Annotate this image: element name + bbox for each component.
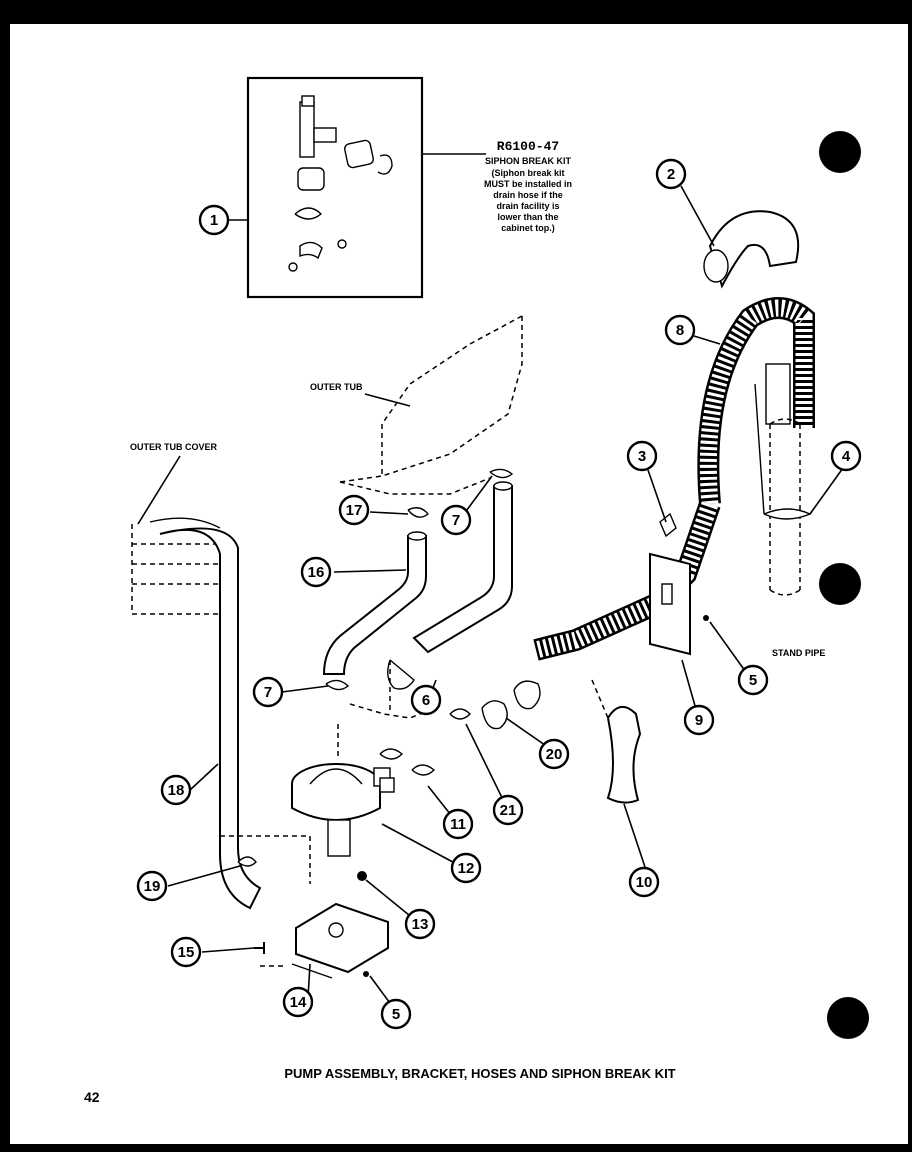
callout-12: 12 — [450, 852, 482, 884]
hose-18 — [159, 527, 262, 910]
svg-text:17: 17 — [346, 502, 363, 519]
kit-note-line: drain hose if the — [493, 190, 563, 200]
clamp-11 — [379, 748, 404, 760]
callout-6: 6 — [410, 684, 442, 716]
callout-10: 10 — [628, 866, 660, 898]
callout-5-lower: 5 — [380, 998, 412, 1030]
punch-hole — [827, 997, 869, 1039]
callout-21: 21 — [492, 794, 524, 826]
clamp-7-lower — [325, 679, 350, 691]
exploded-parts-diagram: R6100-47 SIPHON BREAK KIT (Siphon break … — [84, 76, 869, 1105]
outer-tub-cover — [131, 517, 230, 615]
screw-5-lower — [363, 971, 369, 977]
clamp-19 — [237, 856, 257, 867]
screw-13 — [357, 871, 367, 881]
svg-text:5: 5 — [392, 1006, 400, 1023]
svg-text:11: 11 — [450, 816, 466, 833]
svg-text:13: 13 — [412, 916, 429, 933]
callout-4: 4 — [830, 440, 862, 472]
punch-hole — [819, 563, 861, 605]
coupling-20 — [481, 700, 508, 730]
callout-18: 18 — [160, 774, 192, 806]
svg-text:7: 7 — [452, 512, 460, 529]
screw-5-upper — [703, 615, 709, 621]
callout-8: 8 — [664, 314, 696, 346]
diagram-caption: PUMP ASSEMBLY, BRACKET, HOSES AND SIPHON… — [284, 1066, 675, 1081]
parts-diagram-sheet: R6100-47 SIPHON BREAK KIT (Siphon break … — [10, 24, 908, 1144]
callout-14: 14 — [282, 986, 314, 1018]
callout-2: 2 — [655, 158, 687, 190]
svg-text:6: 6 — [422, 692, 430, 709]
svg-text:3: 3 — [638, 448, 646, 465]
hose-cuff — [513, 680, 541, 710]
callout-15: 15 — [170, 936, 202, 968]
kit-note-line: cabinet top.) — [501, 223, 555, 233]
callout-19: 19 — [136, 870, 168, 902]
stand-pipe — [769, 424, 801, 596]
kit-note-line: lower than the — [497, 212, 558, 222]
outer-tub-cover-label: OUTER TUB COVER — [130, 442, 218, 452]
callout-3: 3 — [626, 440, 658, 472]
callout-16: 16 — [300, 556, 332, 588]
svg-text:7: 7 — [264, 684, 272, 701]
svg-text:16: 16 — [308, 564, 325, 581]
svg-text:12: 12 — [458, 860, 475, 877]
outer-tub — [339, 315, 523, 495]
callout-5-upper: 5 — [737, 664, 769, 696]
siphon-hose-end-2 — [708, 210, 800, 289]
svg-text:19: 19 — [144, 878, 161, 895]
svg-text:18: 18 — [168, 782, 185, 799]
hose-16 — [322, 535, 427, 675]
kit-note-line: drain facility is — [496, 201, 559, 211]
svg-text:5: 5 — [749, 672, 757, 689]
pump-12 — [291, 763, 395, 857]
callout-1: 1 — [198, 204, 230, 236]
svg-text:14: 14 — [290, 994, 307, 1011]
siphon-break-kit-box — [246, 76, 424, 299]
svg-text:21: 21 — [500, 802, 517, 819]
callout-7-lower: 7 — [252, 676, 284, 708]
kit-name: SIPHON BREAK KIT — [485, 156, 572, 166]
callout-11: 11 — [442, 808, 474, 840]
svg-text:10: 10 — [636, 874, 653, 891]
pump-mounting-bracket-14 — [295, 902, 389, 974]
kit-note-line: (Siphon break kit — [491, 168, 564, 178]
stand-pipe-label: STAND PIPE — [772, 648, 825, 658]
svg-text:20: 20 — [546, 746, 563, 763]
svg-text:4: 4 — [842, 448, 851, 465]
svg-text:2: 2 — [667, 166, 675, 183]
callout-9: 9 — [683, 704, 715, 736]
strap-4 — [763, 508, 812, 520]
callout-7-upper: 7 — [440, 504, 472, 536]
clamp-7-upper — [489, 468, 514, 479]
svg-text:15: 15 — [178, 944, 195, 961]
callout-17: 17 — [338, 494, 370, 526]
page-number: 42 — [84, 1089, 100, 1105]
kit-note-line: MUST be installed in — [484, 179, 572, 189]
hose-cover-10 — [606, 706, 642, 804]
hose-6 — [412, 485, 513, 654]
callout-20: 20 — [538, 738, 570, 770]
outer-tub-label: OUTER TUB — [310, 382, 363, 392]
svg-text:9: 9 — [695, 712, 703, 729]
punch-hole — [819, 131, 861, 173]
clamp-21 — [449, 708, 471, 720]
svg-text:8: 8 — [676, 322, 684, 339]
clip-3 — [659, 512, 677, 538]
clamp-17 — [407, 507, 429, 518]
svg-text:1: 1 — [210, 212, 218, 229]
clamp-11 — [411, 764, 436, 776]
callout-13: 13 — [404, 908, 436, 940]
kit-part-number: R6100-47 — [497, 139, 559, 154]
